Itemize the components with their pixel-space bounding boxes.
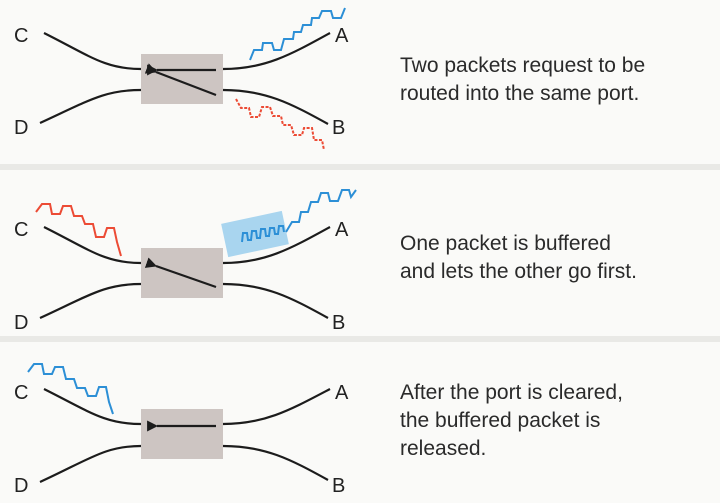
switch-diagram-3: C D A B <box>14 363 349 497</box>
arrow-b-to-c <box>144 257 217 289</box>
port-label-c: C <box>14 382 28 404</box>
packet-a-signal <box>285 189 357 233</box>
switch-diagram-2: C D A B <box>14 189 357 334</box>
packet-b-signal <box>35 203 122 257</box>
packet-a-signal <box>249 7 346 61</box>
wire-d <box>39 282 142 319</box>
panel-3-caption: After the port is cleared, the buffered … <box>400 381 623 460</box>
port-label-a: A <box>335 382 349 404</box>
port-label-d: D <box>14 475 28 497</box>
wire-c <box>43 32 142 71</box>
port-label-d: D <box>14 117 28 139</box>
port-label-c: C <box>14 219 28 241</box>
diagram-panel-1: C D A B Two packets request to be routed… <box>0 0 720 164</box>
port-label-d: D <box>14 312 28 334</box>
packet-buffer <box>221 210 289 258</box>
switch-diagram-1: C D A B <box>14 7 349 151</box>
port-label-b: B <box>332 117 345 139</box>
switch-box <box>141 54 223 104</box>
port-label-b: B <box>332 475 345 497</box>
wire-b <box>222 444 329 481</box>
diagram-panel-2: C D A B One packet is buffered and lets … <box>0 170 720 336</box>
panel-1-caption: Two packets request to be routed into th… <box>400 54 646 105</box>
wire-c <box>43 388 142 426</box>
switch-box <box>141 248 223 298</box>
wire-d <box>39 444 142 483</box>
wire-a <box>222 226 331 265</box>
port-label-c: C <box>14 25 28 47</box>
wire-a <box>222 388 331 426</box>
packet-a-buffered-signal <box>241 225 285 243</box>
wire-d <box>39 88 142 124</box>
port-label-a: A <box>335 219 349 241</box>
wire-a <box>222 32 331 71</box>
panel-2-caption: One packet is buffered and lets the othe… <box>400 232 637 283</box>
port-label-b: B <box>332 312 345 334</box>
arrow-b-to-c <box>144 63 217 97</box>
packet-b-signal <box>235 98 325 151</box>
port-label-a: A <box>335 25 349 47</box>
packet-a-signal <box>27 363 114 415</box>
diagram-panel-3: C D A B After the port is cleared, the b… <box>0 342 720 503</box>
wire-b <box>222 88 329 125</box>
switch-box <box>141 409 223 459</box>
wire-b <box>222 282 329 319</box>
wire-c <box>43 226 142 265</box>
